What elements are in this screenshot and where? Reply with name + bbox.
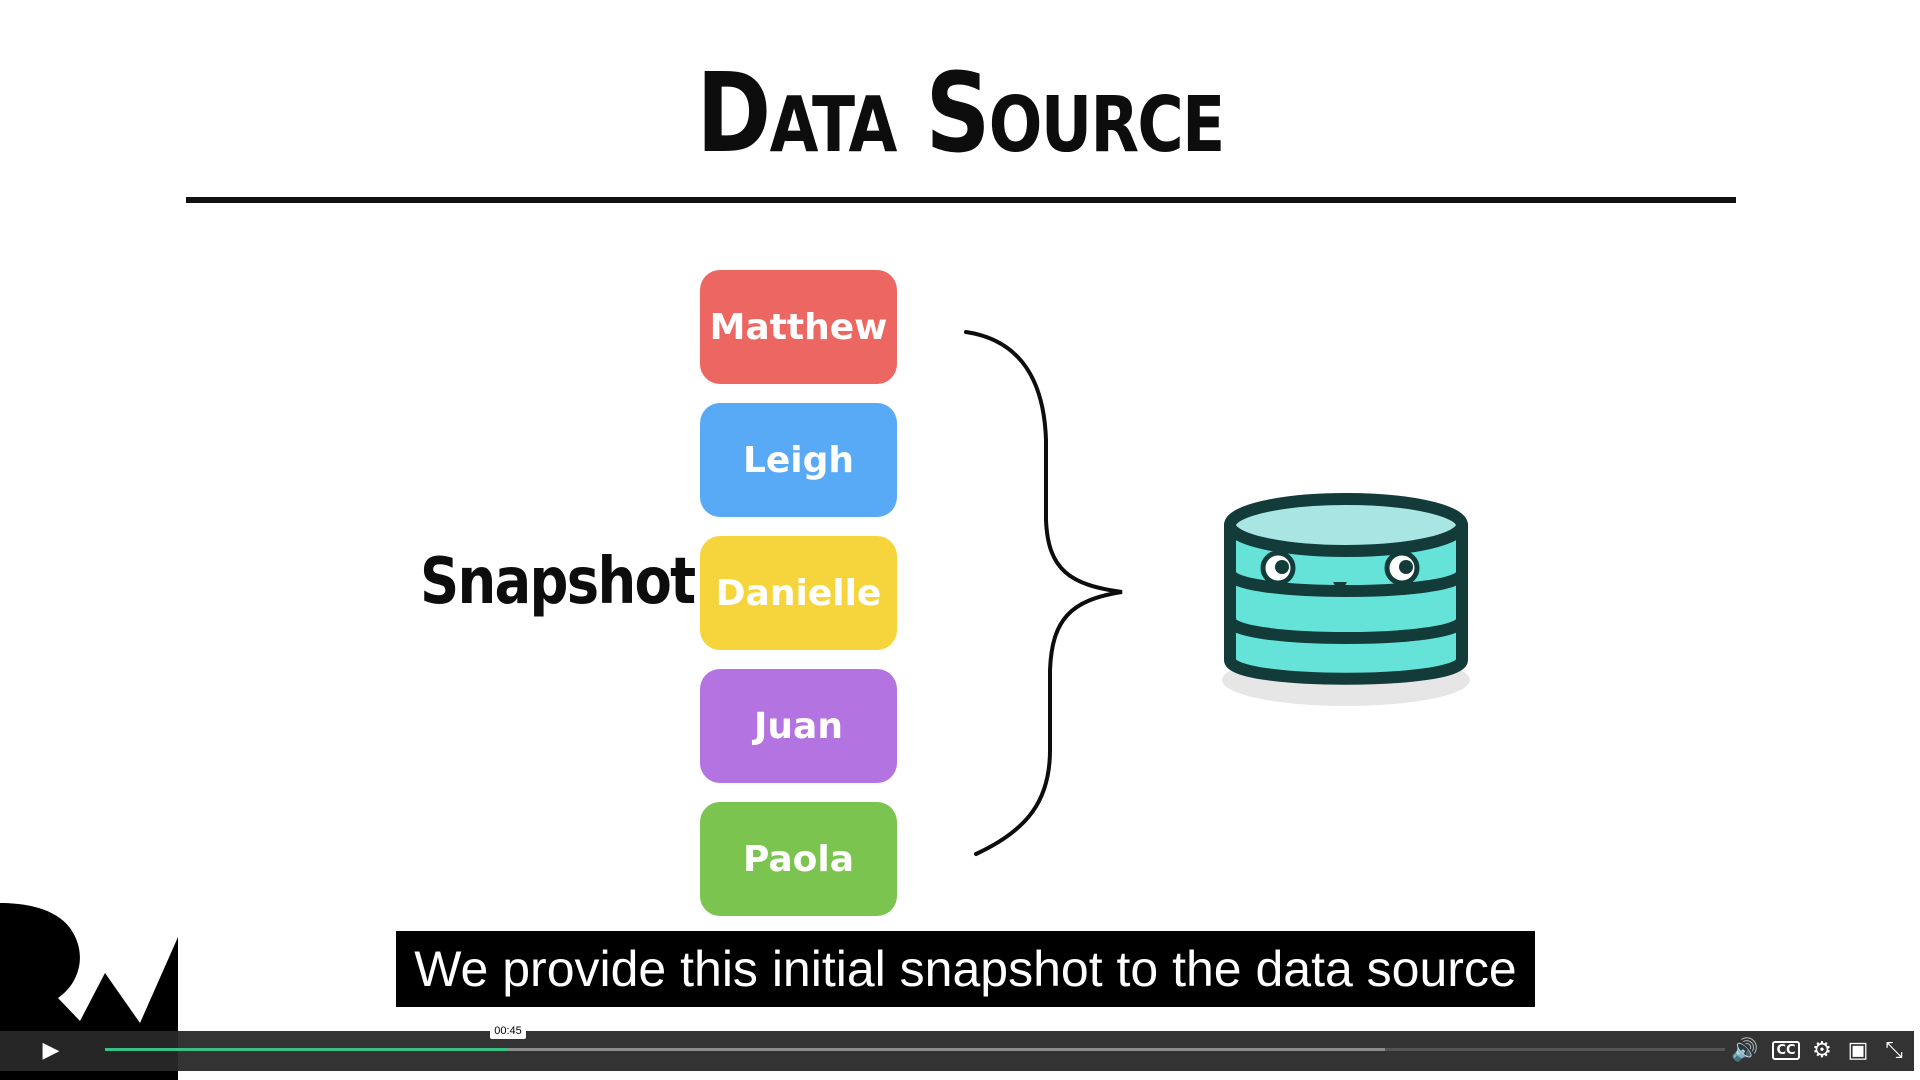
buffered-bar xyxy=(105,1048,1385,1051)
played-bar xyxy=(105,1048,507,1051)
item-matthew: Matthew xyxy=(700,270,897,384)
pip-icon: ▣ xyxy=(1847,1038,1869,1063)
curly-brace xyxy=(964,330,1123,856)
exit-fullscreen-button[interactable]: ⤡ xyxy=(1880,1038,1908,1064)
item-label: Matthew xyxy=(709,306,888,348)
subtitle-caption: We provide this initial snapshot to the … xyxy=(396,931,1535,1007)
play-icon: ▶ xyxy=(42,1038,60,1063)
slide-title: Data Source xyxy=(696,49,1225,177)
volume-button[interactable]: 🔊 xyxy=(1731,1038,1759,1064)
time-tooltip: 00:45 xyxy=(490,1023,526,1039)
cc-icon: CC xyxy=(1772,1041,1800,1060)
title-divider xyxy=(186,197,1736,203)
cc-button[interactable]: CC xyxy=(1772,1038,1800,1064)
item-paola: Paola xyxy=(700,802,897,916)
settings-icon: ⚙ xyxy=(1812,1038,1832,1063)
player-controls-bar xyxy=(0,1031,1914,1071)
item-label: Juan xyxy=(754,705,843,747)
item-label: Danielle xyxy=(715,572,882,614)
item-juan: Juan xyxy=(700,669,897,783)
exit-fullscreen-icon: ⤡ xyxy=(1885,1038,1903,1063)
play-button[interactable]: ▶ xyxy=(38,1038,64,1064)
item-label: Leigh xyxy=(742,439,855,481)
snapshot-label: Snapshot xyxy=(420,545,696,619)
database-mascot-icon xyxy=(1222,493,1470,706)
pip-button[interactable]: ▣ xyxy=(1844,1038,1872,1064)
volume-icon: 🔊 xyxy=(1731,1038,1759,1063)
item-leigh: Leigh xyxy=(700,403,897,517)
item-danielle: Danielle xyxy=(700,536,897,650)
item-label: Paola xyxy=(742,838,855,880)
settings-button[interactable]: ⚙ xyxy=(1808,1038,1836,1064)
